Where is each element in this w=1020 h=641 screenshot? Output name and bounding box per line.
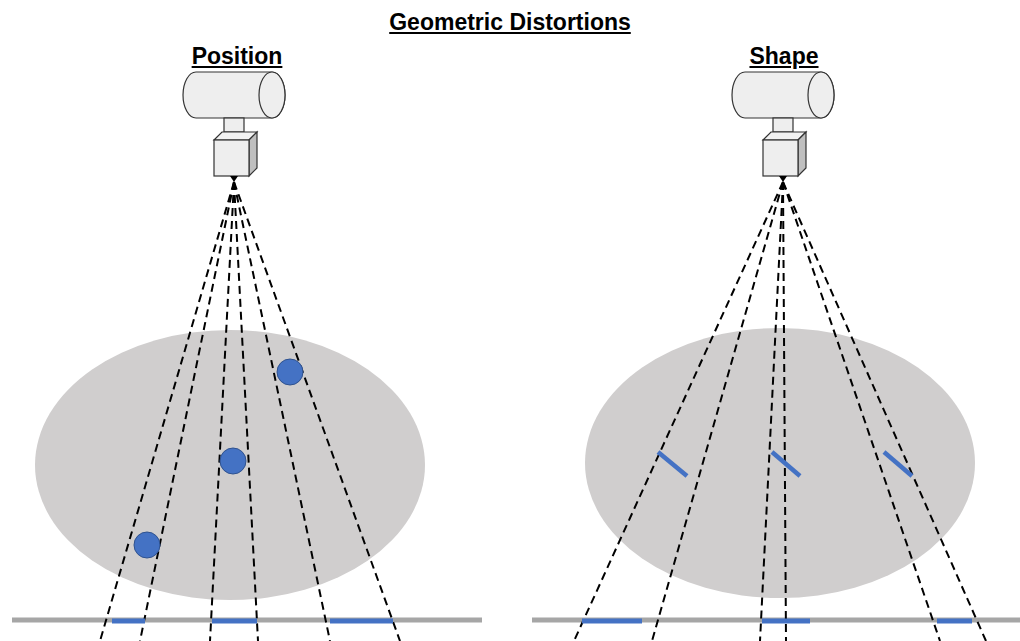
beam-lines [574, 182, 986, 641]
body-ellipse [585, 328, 975, 598]
body-ellipse [35, 330, 425, 600]
x-ray-source [183, 72, 285, 182]
detector [12, 618, 482, 623]
shape-panel [532, 72, 1020, 641]
x-ray-source [732, 72, 834, 182]
panel-heading: Shape [749, 44, 818, 69]
diagram-title: Geometric Distortions [389, 10, 631, 35]
position-panel [12, 72, 482, 641]
beam-lines [100, 182, 400, 641]
projections [582, 619, 972, 624]
objects [658, 452, 912, 476]
objects [134, 359, 303, 558]
detector [532, 618, 1020, 623]
projections [112, 619, 393, 624]
panel-heading: Position [192, 44, 283, 69]
